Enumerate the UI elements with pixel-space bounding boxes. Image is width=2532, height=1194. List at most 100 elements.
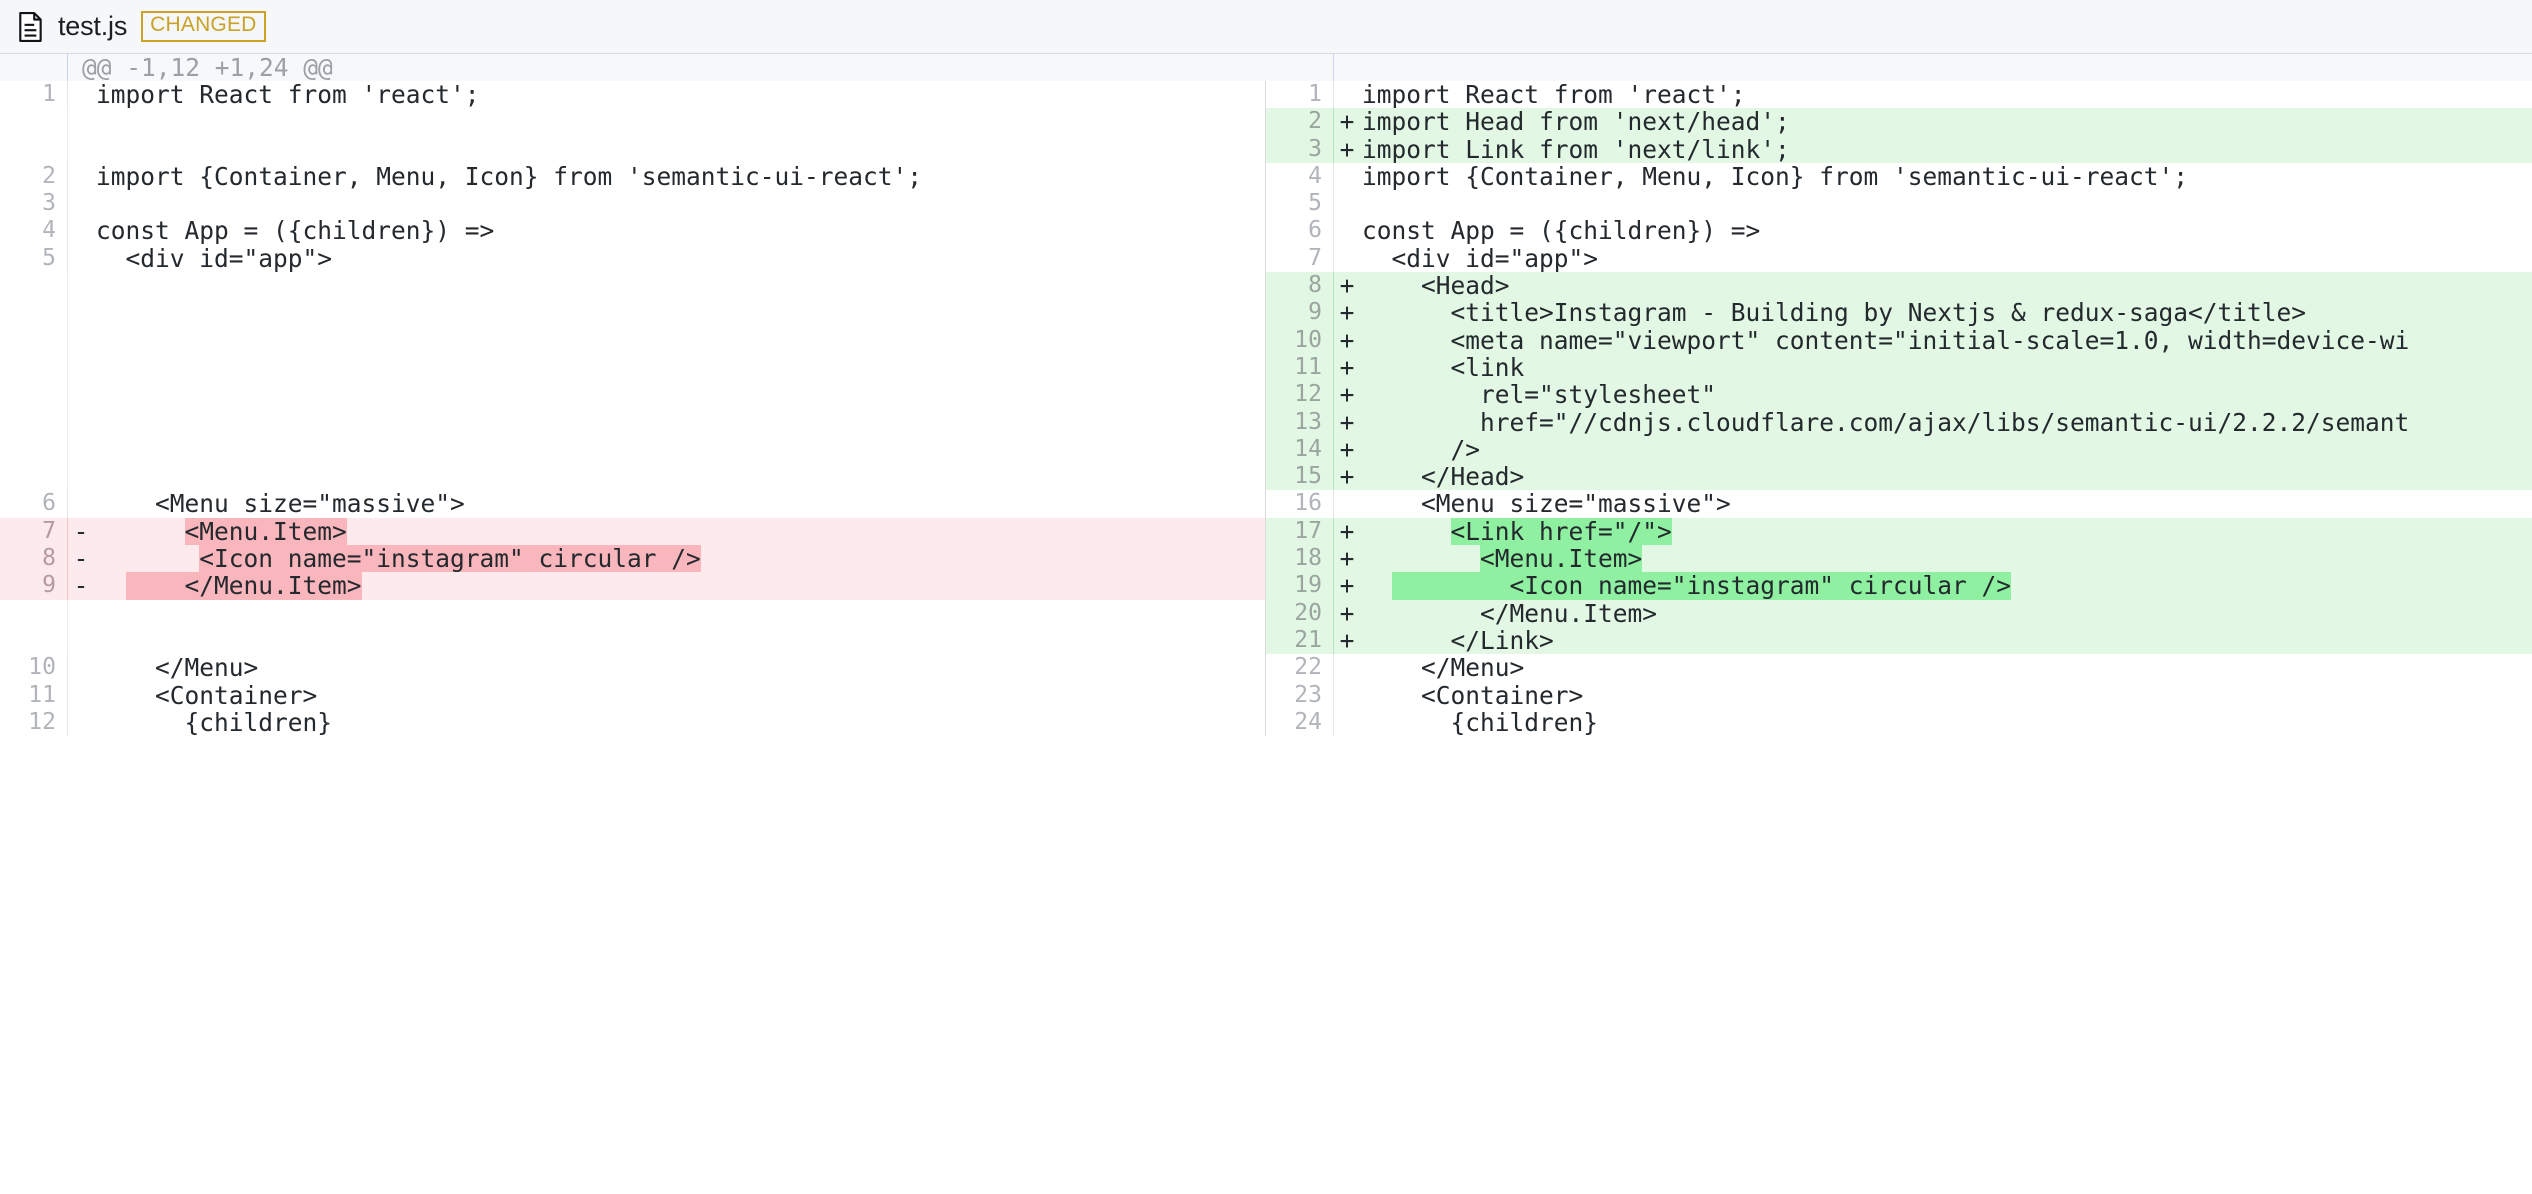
diff-line-right[interactable]: 2+import Head from 'next/head'; bbox=[1266, 108, 2532, 136]
hunk-header-text-right bbox=[1334, 54, 2532, 81]
diff-line-right[interactable]: 3+import Link from 'next/link'; bbox=[1266, 135, 2532, 163]
diff-line-left[interactable]: 9- </Menu.Item> bbox=[0, 572, 1266, 600]
diff-line-left[interactable]: 3 bbox=[0, 190, 1266, 218]
diff-marker-left bbox=[68, 354, 94, 381]
diff-line-left[interactable] bbox=[0, 435, 1266, 464]
diff-row: 15+ </Head> bbox=[0, 463, 2532, 491]
code-text-right: rel="stylesheet" bbox=[1362, 381, 1717, 409]
diff-line-right[interactable]: 8+ <Head> bbox=[1266, 272, 2532, 300]
diff-marker-right: + bbox=[1339, 408, 1355, 436]
diff-line-right[interactable]: 17+ <Link href="/"> bbox=[1266, 517, 2532, 546]
diff-line-right[interactable]: 15+ </Head> bbox=[1266, 463, 2532, 491]
diff-line-right[interactable]: 11+ <link bbox=[1266, 353, 2532, 382]
code-text-left bbox=[94, 136, 1265, 163]
diff-line-left[interactable] bbox=[0, 353, 1266, 382]
diff-line-right[interactable]: 20+ </Menu.Item> bbox=[1266, 599, 2532, 627]
word-highlight: <Menu.Item> bbox=[1480, 545, 1643, 573]
diff-line-left[interactable]: 7- <Menu.Item> bbox=[0, 517, 1266, 546]
diff-line-right[interactable]: 14+ /> bbox=[1266, 435, 2532, 464]
diff-line-left[interactable]: 8- <Icon name="instagram" circular /> bbox=[0, 545, 1266, 573]
line-number-right: 20 bbox=[1266, 599, 1334, 627]
diff-marker-left bbox=[68, 600, 94, 627]
diff-line-right[interactable]: 10+ <meta name="viewport" content="initi… bbox=[1266, 326, 2532, 354]
diff-line-left[interactable] bbox=[0, 326, 1266, 354]
diff-marker-right bbox=[1334, 163, 1360, 190]
code-text-right: <Container> bbox=[1362, 681, 1584, 709]
diff-line-right[interactable]: 23 <Container> bbox=[1266, 681, 2532, 709]
diff-line-left[interactable] bbox=[0, 135, 1266, 163]
diff-line-left[interactable] bbox=[0, 463, 1266, 491]
diff-marker-left bbox=[68, 654, 94, 681]
diff-line-left[interactable]: 11 <Container> bbox=[0, 681, 1266, 709]
code-text-left bbox=[94, 190, 1265, 217]
diff-row: 20+ </Menu.Item> bbox=[0, 599, 2532, 627]
diff-row: 3+import Link from 'next/link'; bbox=[0, 135, 2532, 163]
diff-marker-right: + bbox=[1339, 626, 1355, 655]
hunk-gutter-left bbox=[0, 54, 68, 81]
word-highlight: <Icon name="instagram" circular /> bbox=[1391, 572, 2012, 600]
code-text-right: <Link href="/"> bbox=[1360, 517, 2532, 546]
diff-marker-left bbox=[68, 627, 94, 654]
diff-line-right[interactable]: 21+ </Link> bbox=[1266, 626, 2532, 655]
diff-marker-right: + bbox=[1339, 272, 1355, 300]
diff-marker-right bbox=[1334, 190, 1360, 217]
status-badge: CHANGED bbox=[141, 11, 266, 42]
diff-line-right[interactable]: 18+ <Menu.Item> bbox=[1266, 545, 2532, 573]
diff-marker-left bbox=[68, 163, 94, 190]
diff-marker-left: - bbox=[73, 545, 89, 573]
diff-marker-left bbox=[68, 272, 94, 299]
line-number-right: 19 bbox=[1266, 572, 1334, 600]
diff-marker-right: + bbox=[1339, 135, 1355, 163]
code-text-right: </Menu.Item> bbox=[1362, 599, 1658, 627]
diff-line-right[interactable]: 16 <Menu size="massive"> bbox=[1266, 490, 2532, 518]
word-highlight: <Link href="/"> bbox=[1450, 517, 1672, 546]
line-number-left bbox=[0, 108, 68, 136]
line-number-left: 4 bbox=[0, 217, 68, 245]
diff-line-left[interactable]: 6 <Menu size="massive"> bbox=[0, 490, 1266, 518]
diff-marker-right: + bbox=[1339, 381, 1355, 409]
diff-row: 11+ <link bbox=[0, 353, 2532, 382]
line-number-left bbox=[0, 135, 68, 163]
diff-line-left[interactable] bbox=[0, 108, 1266, 136]
diff-marker-left bbox=[68, 190, 94, 217]
diff-row: 14+ /> bbox=[0, 435, 2532, 464]
code-text-left bbox=[94, 108, 1265, 135]
diff-line-left[interactable]: 10 </Menu> bbox=[0, 654, 1266, 682]
diff-line-left[interactable] bbox=[0, 408, 1266, 436]
diff-line-right[interactable]: 5 bbox=[1266, 190, 2532, 218]
line-number-right: 12 bbox=[1266, 381, 1334, 409]
diff-line-right[interactable]: 19+ <Icon name="instagram" circular /> bbox=[1266, 572, 2532, 600]
word-highlight: <Icon name="instagram" circular /> bbox=[199, 545, 701, 573]
code-text-right: import Link from 'next/link'; bbox=[1362, 135, 1790, 163]
diff-row: 11 <Container>23 <Container> bbox=[0, 681, 2532, 709]
diff-line-left[interactable] bbox=[0, 272, 1266, 300]
diff-line-left[interactable] bbox=[0, 299, 1266, 327]
diff-line-right[interactable]: 13+ href="//cdnjs.cloudflare.com/ajax/li… bbox=[1266, 408, 2532, 436]
code-text-right: <Menu.Item> bbox=[1360, 545, 2532, 573]
word-highlight: <Menu.Item> bbox=[184, 517, 347, 546]
diff-line-left[interactable]: 5 <div id="app"> bbox=[0, 244, 1266, 273]
diff-line-right[interactable]: 24 {children} bbox=[1266, 708, 2532, 737]
code-text-left: </Menu> bbox=[96, 654, 259, 682]
diff-line-right[interactable]: 22 </Menu> bbox=[1266, 654, 2532, 682]
diff-line-right[interactable]: 7 <div id="app"> bbox=[1266, 244, 2532, 273]
line-number-right: 16 bbox=[1266, 490, 1334, 518]
line-number-right: 3 bbox=[1266, 135, 1334, 163]
diff-marker-right: + bbox=[1339, 545, 1355, 573]
diff-line-left[interactable] bbox=[0, 626, 1266, 655]
diff-line-left[interactable]: 12 {children} bbox=[0, 708, 1266, 737]
line-number-left bbox=[0, 272, 68, 300]
diff-line-left[interactable] bbox=[0, 381, 1266, 409]
diff-line-left[interactable] bbox=[0, 599, 1266, 627]
diff-line-right[interactable]: 12+ rel="stylesheet" bbox=[1266, 381, 2532, 409]
code-text-left: <div id="app"> bbox=[96, 244, 333, 273]
diff-line-right[interactable]: 9+ <title>Instagram - Building by Nextjs… bbox=[1266, 299, 2532, 327]
